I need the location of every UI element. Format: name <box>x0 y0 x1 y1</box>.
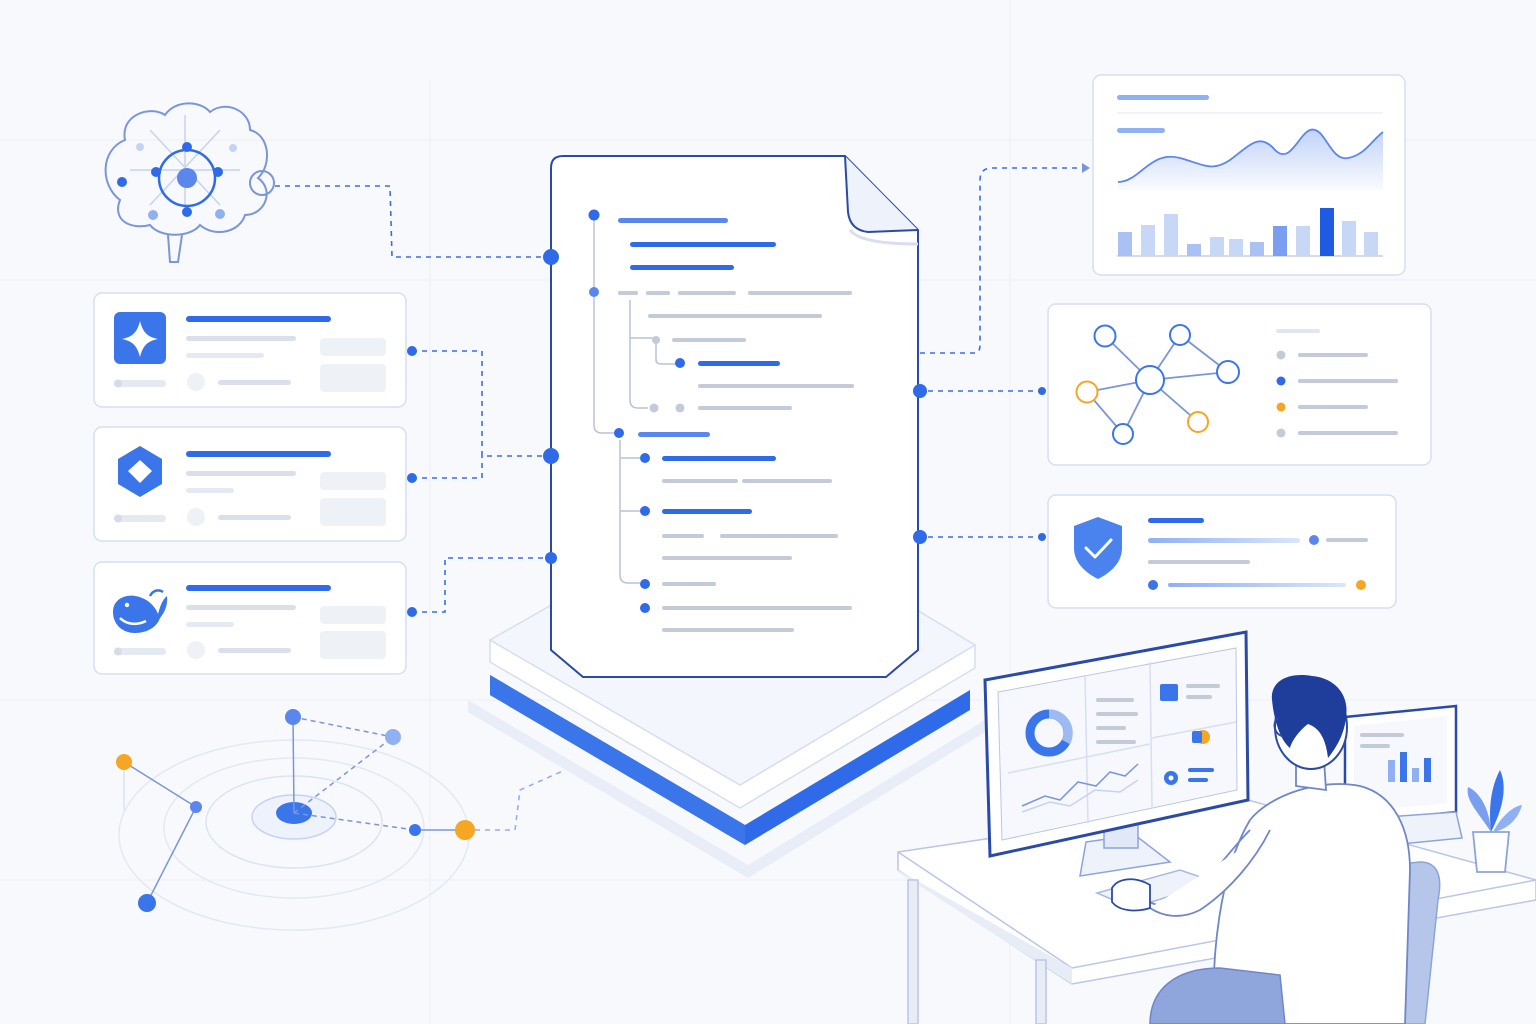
document-tree <box>588 209 854 632</box>
radar-network <box>116 709 475 931</box>
person-at-desk <box>897 630 1536 1024</box>
potted-plant <box>1467 770 1522 873</box>
connector-nodes-left <box>407 346 417 617</box>
model-card-a[interactable] <box>93 292 407 408</box>
shield-check-icon <box>1074 517 1122 579</box>
analytics-chart-panel <box>1092 74 1406 276</box>
brain-network-icon <box>104 102 275 263</box>
connectors-left <box>275 185 566 831</box>
chart-bars <box>1118 208 1378 256</box>
network-graph-icon <box>1075 324 1240 445</box>
central-document <box>550 155 919 678</box>
whale-icon <box>113 589 168 633</box>
connectors-right <box>920 167 1083 538</box>
person <box>1111 675 1411 1024</box>
desktop-monitor <box>983 630 1250 877</box>
sparkle-icon <box>122 321 158 357</box>
model-card-c[interactable] <box>93 561 407 675</box>
security-panel <box>1047 494 1397 609</box>
model-card-b[interactable] <box>93 426 407 542</box>
network-graph-panel <box>1047 303 1432 466</box>
document-ports <box>543 249 927 564</box>
